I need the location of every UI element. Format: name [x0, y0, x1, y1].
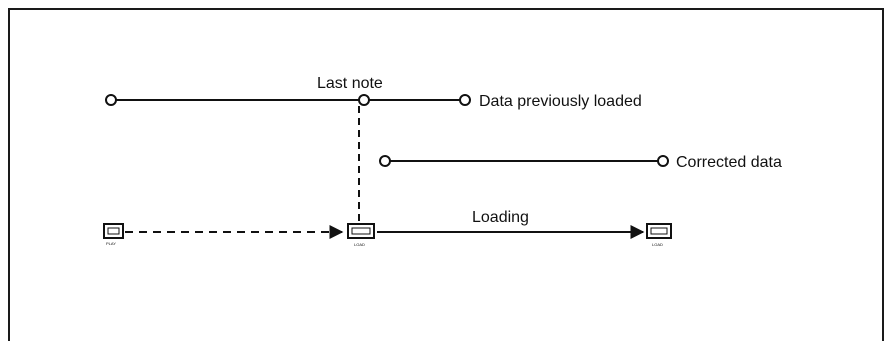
- load-button-end-caption: LOAD: [652, 242, 663, 247]
- last-note-label: Last note: [317, 75, 383, 92]
- play-button-icon: PLAY: [103, 223, 124, 246]
- previous-data-end-node: [459, 94, 471, 106]
- corrected-data-end-node: [657, 155, 669, 167]
- data-previously-loaded-label: Data previously loaded: [479, 93, 642, 110]
- last-note-node: [358, 94, 370, 106]
- loading-label: Loading: [472, 209, 529, 226]
- play-button-caption: PLAY: [106, 241, 116, 246]
- diagram-frame: [8, 8, 884, 341]
- load-button-icon-end: LOAD: [646, 223, 672, 247]
- corrected-data-label: Corrected data: [676, 154, 782, 171]
- previous-data-start-node: [105, 94, 117, 106]
- load-button-start-caption: LOAD: [354, 242, 365, 247]
- corrected-data-start-node: [379, 155, 391, 167]
- load-button-icon-start: LOAD: [347, 223, 375, 247]
